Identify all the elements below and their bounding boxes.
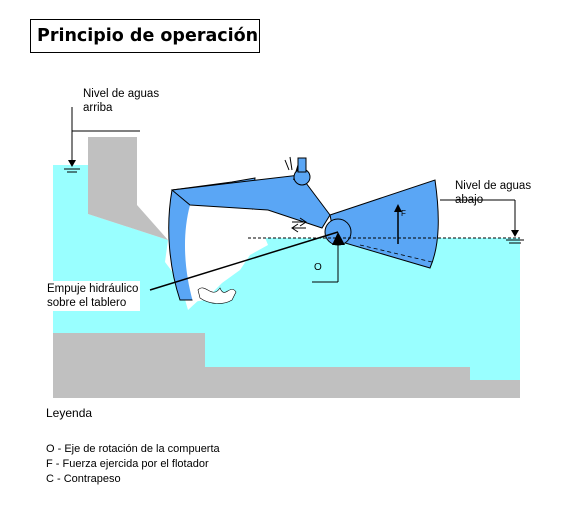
counterweight-block bbox=[297, 157, 307, 173]
downstream-level-line2: abajo bbox=[455, 194, 484, 206]
upstream-level-line2: arriba bbox=[83, 102, 113, 114]
gate-cavity bbox=[184, 200, 268, 302]
downstream-level-marker bbox=[440, 199, 524, 244]
upstream-wall bbox=[88, 137, 168, 240]
upstream-level-line1: Nivel de aguas bbox=[83, 88, 160, 100]
legend-list: O - Eje de rotación de la compuerta F - … bbox=[46, 442, 220, 487]
radial-gate bbox=[168, 157, 439, 302]
force-label: F bbox=[401, 209, 406, 218]
spray bbox=[197, 287, 237, 304]
upstream-level-marker bbox=[64, 107, 140, 173]
downstream-level-line1: Nivel de aguas bbox=[455, 180, 532, 192]
float-wedge bbox=[329, 179, 439, 269]
hydraulic-push-label: Empuje hidráulico sobre el tablero bbox=[45, 281, 141, 311]
flow-arrows bbox=[284, 156, 307, 233]
downstream-level-label: Nivel de aguas abajo bbox=[455, 179, 531, 207]
page-title: Principio de operación bbox=[30, 19, 260, 53]
float-force-arrow bbox=[394, 204, 402, 244]
legend-item: F - Fuerza ejercida por el flotador bbox=[46, 458, 209, 470]
hydraulic-push-line1: Empuje hidráulico bbox=[47, 283, 139, 295]
legend-title: Leyenda bbox=[46, 406, 93, 420]
hydraulic-push-line2: sobre el tablero bbox=[47, 297, 127, 309]
axis-marker bbox=[312, 245, 339, 283]
legend-item: C - Contrapeso bbox=[46, 473, 121, 485]
upstream-level-label: Nivel de aguas arriba bbox=[83, 87, 159, 115]
legend-item: O - Eje de rotación de la compuerta bbox=[46, 443, 220, 455]
axis-label: O bbox=[314, 262, 322, 273]
channel-floor bbox=[53, 333, 520, 398]
push-line bbox=[149, 231, 339, 291]
